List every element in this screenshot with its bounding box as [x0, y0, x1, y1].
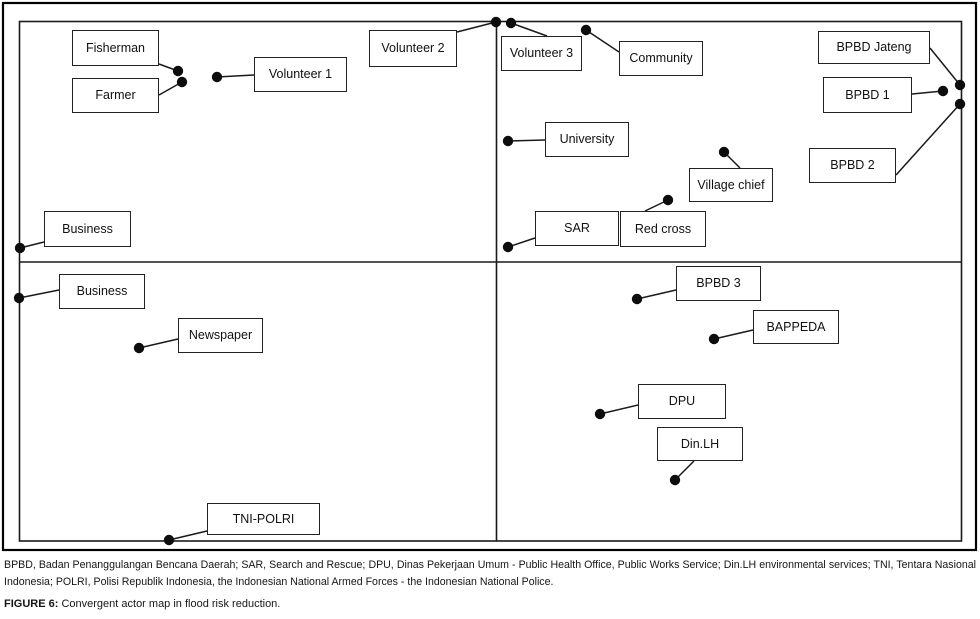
actor-dot-fisherman — [172, 65, 184, 77]
actor-box-community: Community — [619, 41, 703, 76]
actor-dot-volunteer-3 — [505, 17, 517, 29]
actor-box-bpbd-2: BPBD 2 — [809, 148, 896, 183]
figure-caption: FIGURE 6: Convergent actor map in flood … — [4, 598, 976, 610]
actor-dot-volunteer-1 — [211, 71, 223, 83]
actor-box-bpbd-jateng: BPBD Jateng — [818, 31, 930, 64]
actor-dot-farmer — [176, 76, 188, 88]
actor-dot-village-chief — [718, 146, 730, 158]
actor-dot-business-2 — [13, 292, 25, 304]
actor-box-volunteer-3: Volunteer 3 — [501, 36, 582, 71]
connector-line-bpbd-jateng — [929, 47, 961, 86]
actor-box-volunteer-2: Volunteer 2 — [369, 30, 457, 67]
actor-box-red-cross: Red cross — [620, 211, 706, 247]
connector-line-volunteer-3 — [510, 22, 548, 37]
actor-dot-volunteer-2 — [490, 16, 502, 28]
actor-dot-red-cross — [662, 194, 674, 206]
connector-line-bpbd-2 — [895, 103, 961, 176]
actor-dot-bpbd-3 — [631, 293, 643, 305]
actor-box-bappeda: BAPPEDA — [753, 310, 839, 344]
figure-caption-block: BPBD, Badan Penanggulangan Bencana Daera… — [4, 557, 976, 610]
actor-box-din-lh: Din.LH — [657, 427, 743, 461]
actor-dot-bappeda — [708, 333, 720, 345]
actor-box-fisherman: Fisherman — [72, 30, 159, 66]
actor-box-tni-polri: TNI-POLRI — [207, 503, 320, 535]
connector-line-business-2 — [18, 289, 60, 299]
connector-line-volunteer-1 — [216, 74, 255, 78]
actor-dot-newspaper — [133, 342, 145, 354]
actor-box-business: Business — [44, 211, 131, 247]
connector-line-dpu — [599, 404, 639, 415]
diagram-structure-layer — [1, 1, 978, 552]
actor-box-village-chief: Village chief — [689, 168, 773, 202]
actor-box-farmer: Farmer — [72, 78, 159, 113]
figure-outer-frame — [1, 1, 978, 552]
actor-box-newspaper: Newspaper — [178, 318, 263, 353]
figure-caption-text: Convergent actor map in flood risk reduc… — [61, 598, 281, 610]
actor-dot-bpbd-2 — [954, 98, 966, 110]
actor-dot-din-lh — [669, 474, 681, 486]
connector-line-volunteer-2 — [456, 21, 497, 33]
actor-dot-bpbd-jateng — [954, 79, 966, 91]
connector-line-newspaper — [138, 338, 179, 349]
actor-dot-sar — [502, 241, 514, 253]
actor-box-business-2: Business — [59, 274, 145, 309]
connector-line-university — [507, 139, 546, 142]
actor-box-sar: SAR — [535, 211, 619, 246]
connector-line-community — [585, 29, 620, 53]
actor-box-bpbd-3: BPBD 3 — [676, 266, 761, 301]
actor-box-bpbd-1: BPBD 1 — [823, 77, 912, 113]
map-inner-frame — [18, 20, 963, 542]
actor-dot-dpu — [594, 408, 606, 420]
connector-line-tni-polri — [168, 530, 208, 541]
connector-line-bappeda — [713, 329, 754, 340]
actor-box-university: University — [545, 122, 629, 157]
abbreviation-note: BPBD, Badan Penanggulangan Bencana Daera… — [4, 559, 976, 588]
actor-dot-tni-polri — [163, 534, 175, 546]
connector-line-bpbd-3 — [636, 289, 677, 300]
figure-number-label: FIGURE 6: — [4, 598, 59, 610]
actor-dot-community — [580, 24, 592, 36]
actor-dot-bpbd-1 — [937, 85, 949, 97]
actor-box-dpu: DPU — [638, 384, 726, 419]
actor-dot-business — [14, 242, 26, 254]
actor-box-volunteer-1: Volunteer 1 — [254, 57, 347, 92]
actor-dot-university — [502, 135, 514, 147]
